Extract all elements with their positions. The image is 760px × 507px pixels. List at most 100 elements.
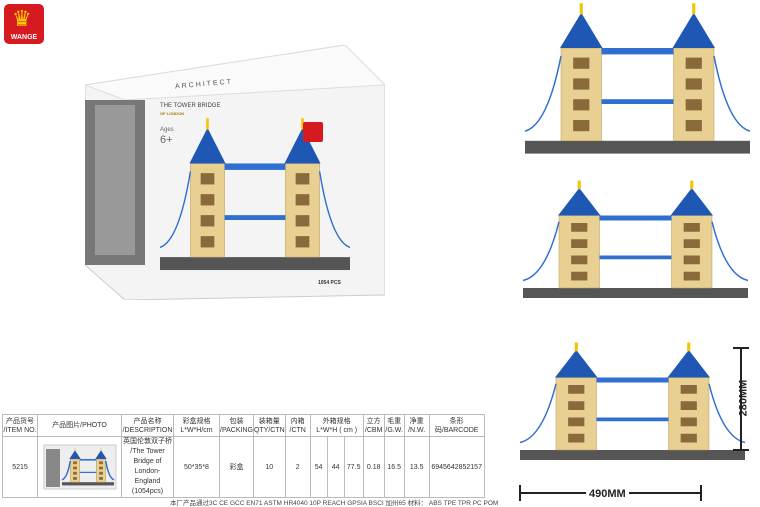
base-plate — [160, 257, 350, 271]
suspension-chain — [522, 221, 560, 282]
road-deck — [601, 99, 674, 104]
tower-window — [571, 255, 588, 265]
tower-window — [200, 236, 215, 248]
height-label: 280MM — [737, 379, 750, 417]
tower-window — [685, 120, 702, 132]
road-deck — [224, 215, 286, 220]
tower-spire — [577, 180, 581, 190]
bridge-photo-front — [522, 180, 749, 298]
tower-window — [72, 461, 77, 465]
ctn-length: 54 — [309, 436, 328, 498]
item-no: 5215 — [2, 436, 38, 498]
upper-walkway — [224, 163, 286, 170]
tower-window — [568, 433, 585, 443]
header-text: /CTN — [289, 426, 306, 434]
ctn-width: 44 — [326, 436, 345, 498]
tower-spire — [206, 118, 209, 130]
ages-label: Ages — [160, 127, 174, 133]
tower-window — [200, 173, 215, 185]
tower-window — [200, 194, 215, 206]
header-text: L*W*H/cm — [180, 426, 213, 434]
column-header: 产品名称/DESCRIPTION — [121, 414, 174, 437]
column-header: 条形码/BARCODE — [428, 414, 485, 437]
tower-roof — [560, 12, 603, 49]
gross-weight: 16.5 — [383, 436, 405, 498]
product-box-photo: ARCHITECT THE TOWER BRIDGE OF LONDON Age… — [83, 44, 387, 301]
bridge-photo-front-measured — [519, 342, 746, 460]
bridge-photo-angle — [524, 3, 751, 154]
desc-line: Bridge of — [133, 458, 162, 465]
width-label: 490MM — [586, 488, 629, 500]
box-title: THE TOWER BRIDGE — [160, 103, 221, 109]
brand-name: WANGE — [10, 34, 38, 41]
header-text: /ITEM NO. — [3, 426, 37, 434]
tower-spire — [301, 118, 304, 130]
tower-spire — [690, 180, 694, 190]
suspension-chain — [104, 460, 114, 481]
cbm: 0.18 — [362, 436, 385, 498]
header-text: 立方 — [366, 417, 381, 425]
road-deck — [596, 417, 669, 422]
net-weight: 13.5 — [403, 436, 430, 498]
base-plate — [61, 482, 114, 486]
tower-roof — [94, 450, 107, 459]
tower-roof — [558, 188, 601, 216]
tower-window — [680, 433, 697, 443]
tower-window — [295, 236, 310, 248]
header-text: /N.W. — [408, 426, 426, 434]
crown-icon: ♛ — [12, 6, 32, 31]
tower-window — [683, 223, 700, 232]
tower-window — [72, 466, 77, 470]
suspension-chain — [61, 460, 71, 481]
tower-window — [98, 471, 103, 475]
header-text: 条形码/BARCODE — [434, 417, 479, 434]
tower-window — [295, 173, 310, 185]
tower-roof — [555, 350, 598, 378]
height-dimension-line — [733, 347, 749, 451]
tower-window — [683, 271, 700, 281]
header-text: 产品名称 — [133, 417, 162, 425]
tower-window — [685, 99, 702, 111]
tower-window — [571, 271, 588, 281]
column-header: 立方/CBM — [362, 414, 385, 437]
inner-ctn: 2 — [284, 436, 311, 498]
tower-spire — [74, 447, 75, 451]
box-size: 50*35*8 — [173, 436, 220, 498]
tower-window — [573, 78, 590, 90]
upper-walkway — [599, 215, 672, 221]
tower-window — [680, 385, 697, 394]
upper-walkway — [596, 377, 669, 383]
tower-window — [571, 223, 588, 232]
tower-roof — [670, 188, 713, 216]
tower-spire — [579, 3, 583, 15]
tower-window — [295, 194, 310, 206]
tower-window — [573, 120, 590, 132]
tower-spire — [100, 447, 101, 451]
header-text: /CBM — [364, 426, 383, 434]
ctn-height: 77.5 — [343, 436, 364, 498]
tower-window — [685, 57, 702, 69]
certifications-note: 本厂产品通过3C CE GCC EN71 ASTM HR4040 10P REA… — [170, 500, 499, 507]
piece-count: 1054 PCS — [318, 280, 341, 286]
column-header: 包装/PACKING — [219, 414, 254, 437]
tower-window — [568, 385, 585, 394]
header-text: /G.W. — [385, 426, 403, 434]
header-text: /PACKING — [220, 426, 253, 434]
desc-line: 英国伦敦双子桥 — [123, 438, 172, 445]
header-text: 毛重 — [387, 417, 402, 425]
suspension-chain — [524, 55, 562, 132]
header-text: 装箱量 — [258, 417, 280, 425]
suspension-chain — [159, 171, 192, 249]
tower-window — [683, 255, 700, 265]
upper-walkway — [601, 48, 674, 55]
header-text: L*W*H ( cm ) — [316, 426, 358, 434]
header-text: 包装 — [229, 417, 244, 425]
tower-window — [685, 78, 702, 90]
tower-window — [72, 471, 77, 475]
suspension-chain — [711, 221, 749, 282]
